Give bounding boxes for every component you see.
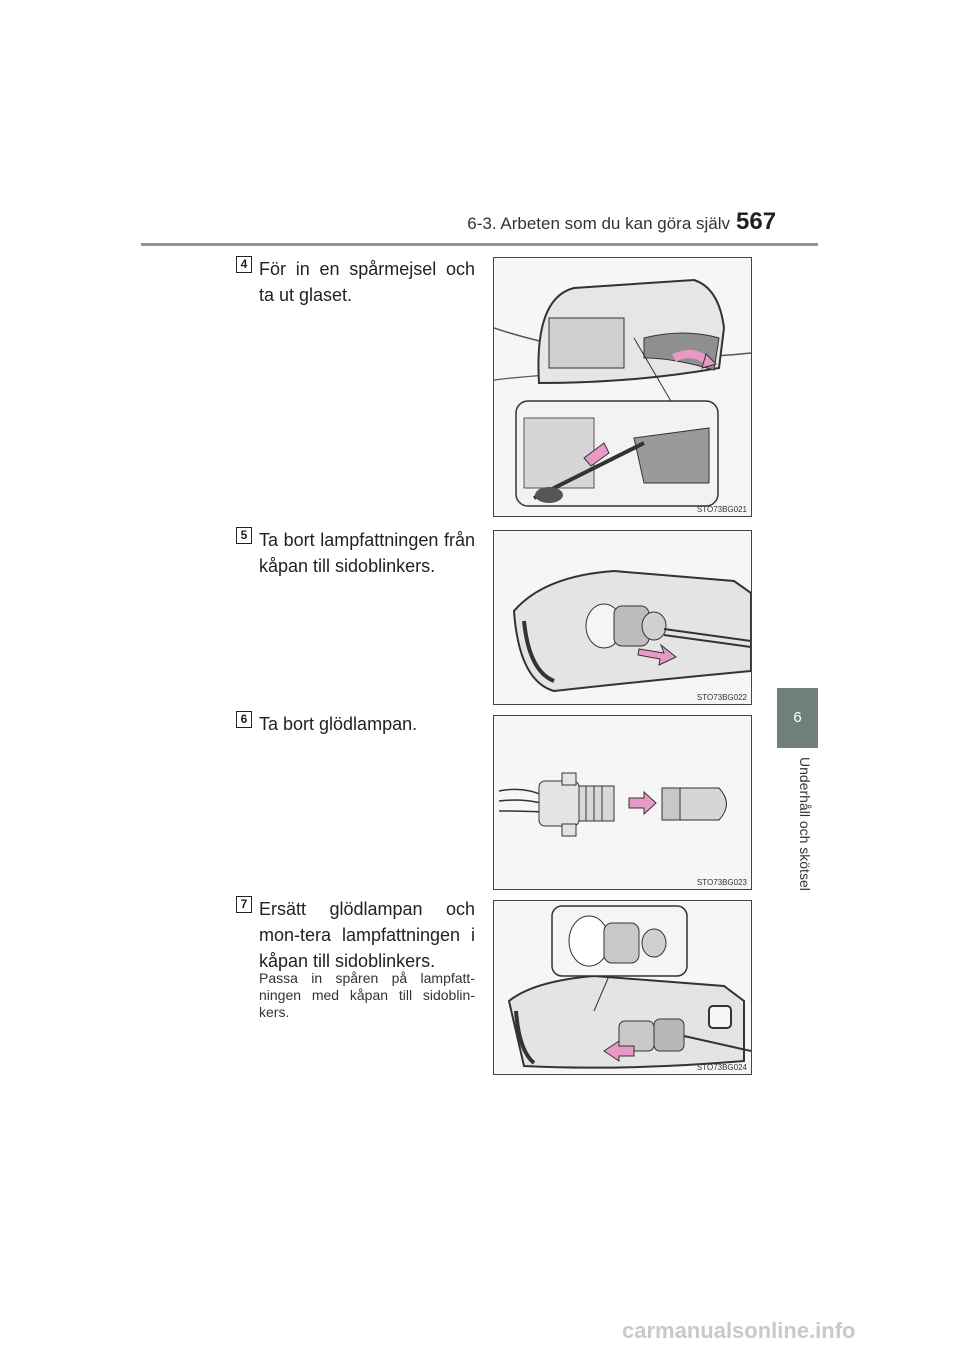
step-number: 6	[236, 711, 252, 728]
step-number: 5	[236, 527, 252, 544]
step-number: 4	[236, 256, 252, 273]
section-title: 6-3. Arbeten som du kan göra själv	[467, 214, 730, 233]
step-text: Ta bort lampfattningen från kåpan till s…	[259, 530, 475, 576]
header-rule	[141, 243, 818, 246]
install-illustration	[507, 905, 751, 1069]
figure-remove-socket: STO73BG022	[493, 530, 752, 705]
figure-code: STO73BG023	[696, 878, 747, 887]
step-text: Ersätt glödlampan och mon-tera lampfattn…	[259, 899, 475, 971]
turn-signal-cover-illustration	[512, 569, 751, 693]
figure-code: STO73BG022	[696, 693, 747, 702]
chapter-tab[interactable]: 6	[777, 688, 818, 748]
step-text: För in en spårmejsel och ta ut glaset.	[259, 259, 475, 305]
bulb-illustration	[498, 772, 727, 837]
step-note: Passa in spåren på lampfatt-ningen med k…	[259, 970, 475, 1020]
step-number: 7	[236, 896, 252, 913]
figure-remove-bulb: STO73BG023	[493, 715, 752, 890]
step-text: Ta bort glödlampan.	[259, 714, 418, 734]
page-number: 567	[736, 208, 777, 235]
figure-install-socket: STO73BG024	[493, 900, 752, 1075]
figure-code: STO73BG024	[696, 1063, 747, 1072]
figure-code: STO73BG021	[696, 505, 747, 514]
watermark: carmanualsonline.info	[622, 1318, 856, 1343]
mirror-illustration	[494, 278, 751, 507]
figure-remove-glass: STO73BG021	[493, 257, 752, 517]
chapter-side-label: Underhåll och skötsel	[797, 757, 813, 891]
